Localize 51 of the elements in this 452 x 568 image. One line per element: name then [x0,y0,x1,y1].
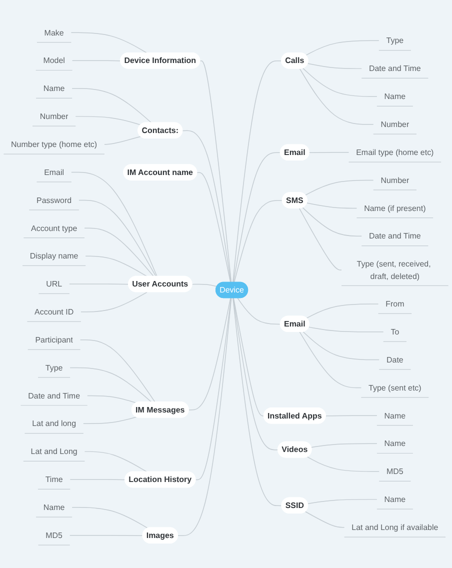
connector [192,284,218,287]
connector [70,367,152,403]
connector [69,284,129,285]
connector [72,60,122,62]
connector [233,152,281,283]
connector [232,298,279,450]
connector [87,395,137,404]
connector [84,228,154,277]
connector [85,256,148,277]
connector [83,416,137,424]
connector [188,298,231,410]
connector [75,116,142,126]
connector [310,443,378,448]
connector [104,136,142,145]
connector [233,298,264,416]
connector [80,292,148,312]
connector [305,511,345,528]
connector [307,499,378,504]
connector [234,200,283,283]
connector [326,415,378,416]
connector [306,202,358,209]
connector [70,479,126,480]
connector [196,172,231,283]
connector [308,326,384,332]
connector [309,152,350,154]
connector [78,200,156,277]
connector [307,456,380,472]
connector [306,304,379,319]
connector [306,40,380,56]
connector [69,534,144,536]
connector [72,88,152,124]
connector [299,68,374,125]
connector [200,60,232,283]
connector [299,332,362,388]
connector [71,172,158,277]
connector [70,32,148,54]
connector [298,208,342,270]
connector [307,63,362,69]
connector [232,298,282,506]
connector [182,130,232,283]
connector [302,207,362,236]
connector [232,60,282,283]
connector [195,298,232,480]
connector [302,68,378,97]
connector [178,298,232,536]
connector [80,339,156,403]
connector [302,331,380,360]
connector [304,180,374,196]
connector [72,507,148,529]
connector [84,451,148,472]
connector [237,298,281,325]
